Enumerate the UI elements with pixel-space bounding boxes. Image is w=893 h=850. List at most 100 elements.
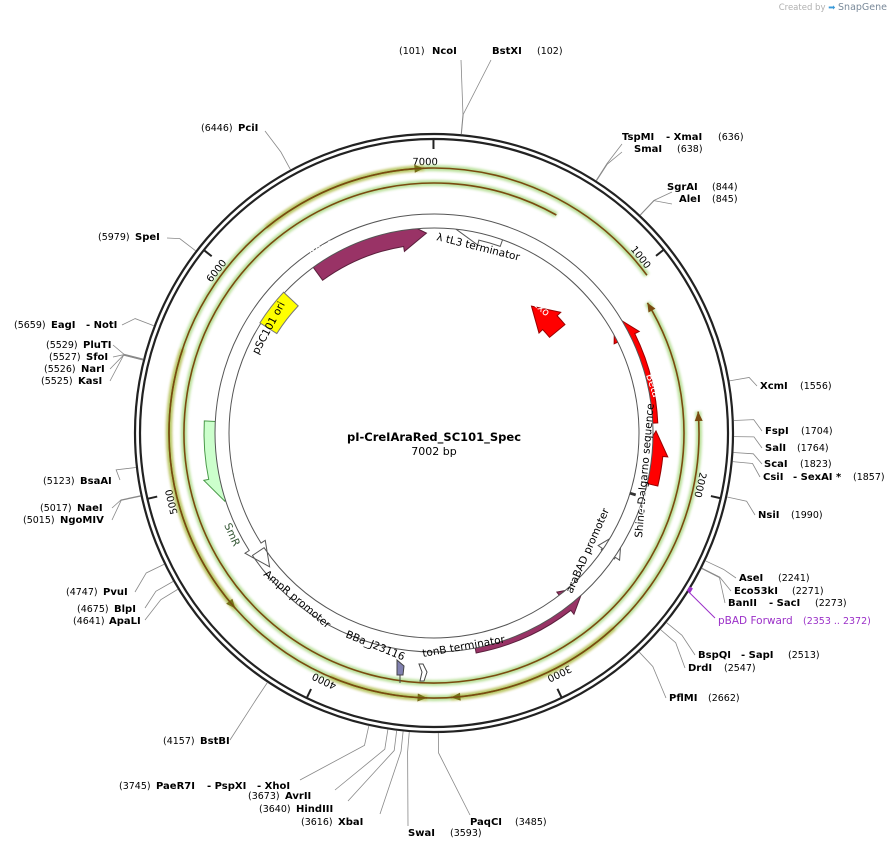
site-pos: (5527) — [49, 352, 81, 363]
site-label-banii[interactable]: BanII — [728, 598, 757, 609]
feature-label-gam[interactable]: Gam — [637, 489, 654, 516]
feature-bba-j23116[interactable] — [396, 658, 405, 676]
site-label-kasi[interactable]: KasI — [78, 376, 102, 387]
site-leader-line — [701, 567, 732, 592]
site-label-xmai[interactable]: - XmaI — [666, 132, 702, 143]
site-label-avrii[interactable]: AvrII — [285, 791, 311, 802]
site-label-drdi[interactable]: DrdI — [688, 663, 712, 674]
site-label-bstxi[interactable]: BstXI — [492, 46, 522, 57]
restriction-site-group — [109, 59, 763, 827]
plasmid-size: 7002 bp — [411, 445, 456, 458]
site-label-xbai[interactable]: XbaI — [338, 817, 363, 828]
site-label-sapi[interactable]: - SapI — [741, 650, 773, 661]
site-label-pspxi[interactable]: - PspXI — [207, 781, 246, 792]
site-leader-line — [638, 651, 667, 699]
site-pos: (3485) — [515, 817, 547, 828]
feature-psc101-ori[interactable] — [259, 291, 299, 335]
feature-shine-dalgarno[interactable] — [629, 491, 637, 497]
site-label-hindiii[interactable]: HindIII — [296, 804, 333, 815]
site-leader-line — [660, 629, 686, 669]
site-label-bspqi[interactable]: BspQI — [698, 650, 731, 661]
site-label-paer7i[interactable]: PaeR7I — [156, 781, 195, 792]
site-label-ncoi[interactable]: NcoI — [432, 46, 457, 57]
backbone-outer-ring — [133, 132, 735, 734]
site-label-naei[interactable]: NaeI — [77, 503, 103, 514]
site-pos: (5659) — [14, 320, 46, 331]
site-label-blpi[interactable]: BlpI — [114, 604, 136, 615]
site-label-apali[interactable]: ApaLI — [109, 616, 141, 627]
site-label-nsii[interactable]: NsiI — [758, 510, 779, 521]
site-leader-line — [407, 731, 410, 827]
site-leader-line — [112, 344, 144, 360]
site-pos: (3616) — [301, 817, 333, 828]
feature-ampr-promoter[interactable] — [214, 213, 654, 653]
site-label-bsaai[interactable]: BsaAI — [80, 476, 112, 487]
site-label-pflmi[interactable]: PflMI — [669, 693, 697, 704]
site-labels: (101) NcoI BstXI (102) TspMI - XmaI (636… — [14, 46, 885, 839]
site-leader-line — [705, 560, 737, 579]
site-leader-line — [729, 377, 758, 387]
site-leader-line — [229, 682, 268, 741]
site-label-eagi[interactable]: EagI — [51, 320, 75, 331]
site-leader-line — [134, 563, 165, 593]
site-label-pvui[interactable]: PvuI — [103, 587, 128, 598]
feature-label-arac[interactable]: araC — [514, 639, 541, 660]
site-leader-line — [733, 452, 763, 465]
primer-leader — [688, 591, 716, 619]
site-leader-line — [144, 581, 174, 609]
site-label-ngomiv[interactable]: NgoMIV — [60, 515, 104, 526]
snapgene-logo-icon: ➡ — [828, 3, 836, 13]
site-pos: (5123) — [43, 476, 75, 487]
site-pos: (3593) — [450, 828, 482, 839]
site-pos: (5979) — [98, 232, 130, 243]
site-label-sfoi[interactable]: SfoI — [86, 352, 108, 363]
site-label-paqci[interactable]: PaqCI — [470, 817, 502, 828]
site-label-swai[interactable]: SwaI — [408, 828, 435, 839]
site-label-noti[interactable]: - NotI — [86, 320, 117, 331]
site-pos: (3640) — [259, 804, 291, 815]
site-pos: (2513) — [788, 650, 820, 661]
site-pos: (1704) — [801, 426, 833, 437]
site-pos: (845) — [712, 194, 738, 205]
site-label-xcmi[interactable]: XcmI — [760, 381, 788, 392]
tick-mark — [556, 688, 563, 699]
site-pos: (2273) — [815, 598, 847, 609]
site-label-tspmi[interactable]: TspMI — [622, 132, 654, 143]
site-label-spei[interactable]: SpeI — [135, 232, 160, 243]
feature-group — [202, 213, 716, 683]
site-label-sexai[interactable]: - SexAI * — [793, 472, 842, 483]
site-label-scai[interactable]: ScaI — [764, 459, 788, 470]
primer-label-pbad-forward[interactable]: pBAD Forward — [718, 615, 793, 627]
site-leader-line — [111, 495, 141, 521]
feature-tonb-terminator[interactable] — [418, 663, 428, 682]
feature-exo[interactable] — [530, 305, 566, 339]
primer-pbad-forward[interactable] — [686, 586, 693, 593]
site-label-bstbi[interactable]: BstBI — [200, 736, 230, 747]
site-label-alei[interactable]: AleI — [679, 194, 701, 205]
site-label-asei[interactable]: AseI — [739, 573, 763, 584]
orf-line — [168, 167, 700, 699]
plasmid-name: pI-CreIAraRed_SC101_Spec — [347, 430, 521, 445]
site-leader-line — [109, 354, 144, 382]
site-label-nari[interactable]: NarI — [81, 364, 105, 375]
site-label-eco53ki[interactable]: Eco53kI — [734, 586, 778, 597]
site-pos: (4157) — [163, 736, 195, 747]
tick-label: 7000 — [412, 157, 437, 168]
site-pos: (3745) — [119, 781, 151, 792]
site-label-csii[interactable]: CsiI — [763, 472, 783, 483]
site-label-pluti[interactable]: PluTI — [83, 340, 111, 351]
site-leader-line — [596, 151, 623, 182]
orf-line — [183, 182, 685, 684]
site-leader-line — [111, 495, 141, 509]
site-label-fspi[interactable]: FspI — [765, 426, 789, 437]
credit-brand: SnapGene — [838, 2, 887, 13]
site-label-sgrai[interactable]: SgrAI — [667, 182, 698, 193]
site-label-pcii[interactable]: PciI — [238, 123, 258, 134]
site-label-smai[interactable]: SmaI — [634, 144, 662, 155]
site-label-sali[interactable]: SalI — [765, 443, 786, 454]
site-label-saci[interactable]: - SacI — [769, 598, 800, 609]
snapgene-credit: Created by ➡ SnapGene — [779, 2, 887, 13]
site-leader-line — [109, 354, 144, 370]
primer-range: (2353 .. 2372) — [803, 616, 871, 627]
site-label-xhoi[interactable]: - XhoI — [257, 781, 290, 792]
